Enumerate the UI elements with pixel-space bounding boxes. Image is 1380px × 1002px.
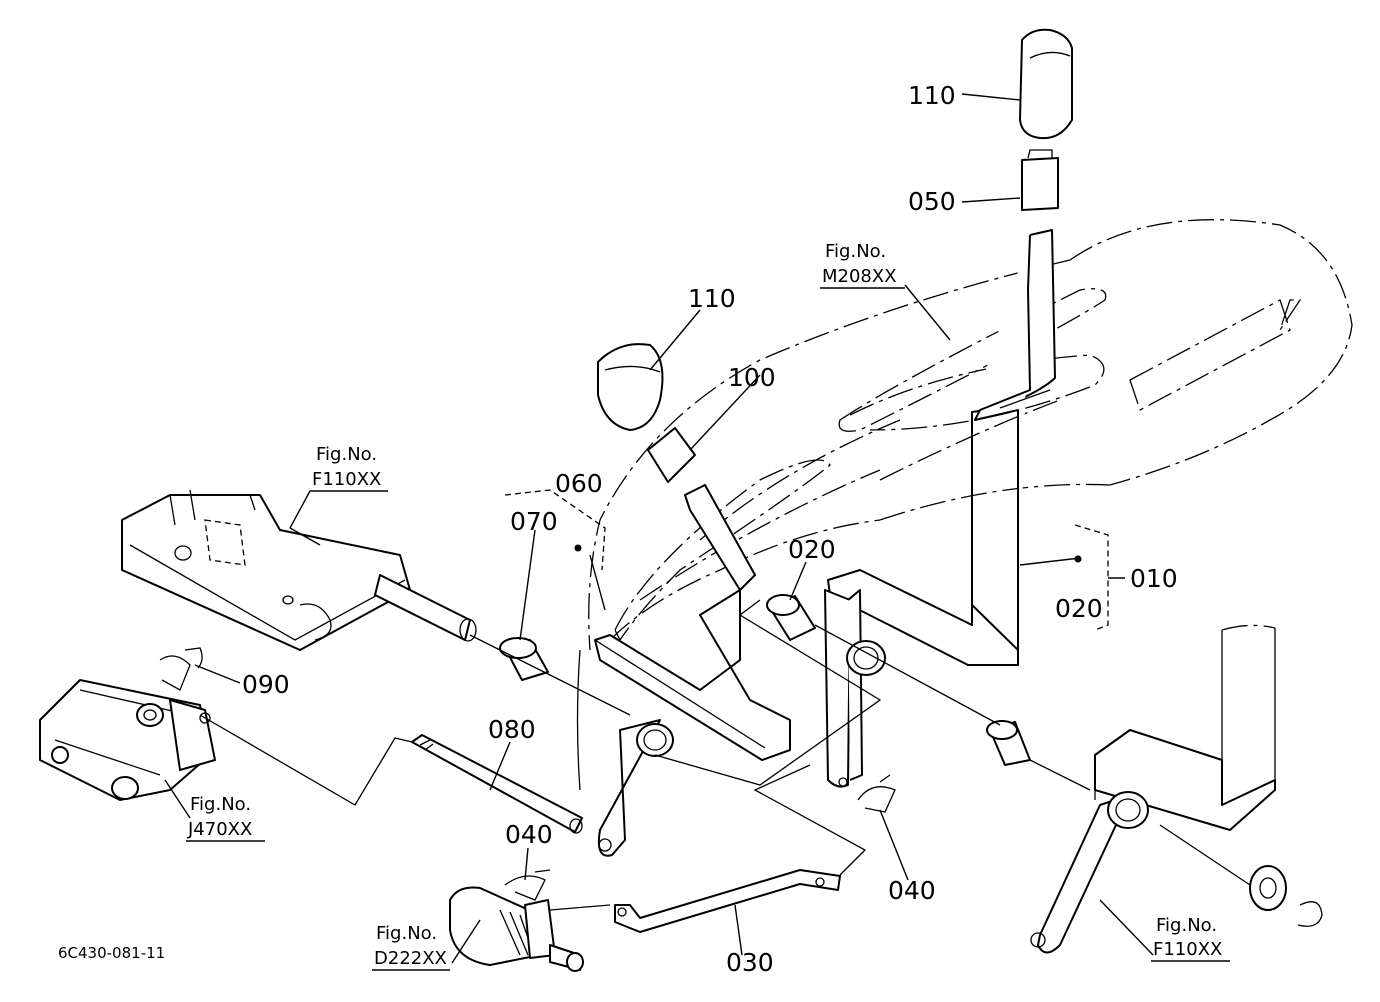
callout-030: 030 <box>726 948 774 977</box>
fig-ref-m208: Fig.No. M208XX <box>820 241 905 289</box>
svg-text:Fig.No.: Fig.No. <box>376 923 437 944</box>
shaft-f110-right <box>1030 624 1323 954</box>
fig-ref-j470: Fig.No. J470XX <box>186 794 265 842</box>
callout-100: 100 <box>728 363 776 392</box>
sleeve-100 <box>647 427 696 483</box>
leader-lines <box>164 93 1154 964</box>
svg-text:F110XX: F110XX <box>1153 939 1222 960</box>
callout-110-mid: 110 <box>688 284 736 313</box>
cylinder-d222 <box>449 886 584 972</box>
callout-090: 090 <box>242 670 290 699</box>
callout-040-a: 040 <box>505 820 553 849</box>
group-bracket-010 <box>1074 524 1125 631</box>
svg-text:Fig.No.: Fig.No. <box>1156 915 1217 936</box>
group-bracket-060 <box>504 489 606 571</box>
svg-text:F110XX: F110XX <box>312 469 381 490</box>
callout-010: 010 <box>1130 564 1178 593</box>
bushing-020-a <box>766 594 816 641</box>
drawing-code: 6C430-081-11 <box>58 944 165 962</box>
clip-040-a <box>504 869 551 901</box>
svg-text:Fig.No.: Fig.No. <box>825 241 886 262</box>
callout-110-top: 110 <box>908 81 956 110</box>
callout-020-a: 020 <box>788 535 836 564</box>
fig-ref-f110-right: Fig.No. F110XX <box>1151 915 1230 962</box>
rod-030 <box>614 869 841 933</box>
sleeve-050 <box>1021 149 1059 211</box>
rod-080 <box>411 734 583 834</box>
knob-110-mid <box>597 343 664 431</box>
callout-040-b: 040 <box>888 876 936 905</box>
callout-070: 070 <box>510 507 558 536</box>
callout-050: 050 <box>908 187 956 216</box>
assembly-lines <box>199 599 1251 911</box>
svg-text:J470XX: J470XX <box>187 819 252 840</box>
callout-060: 060 <box>555 469 603 498</box>
bracket-f110-left <box>121 489 477 651</box>
bushing-020-b <box>986 720 1031 766</box>
knob-110-top <box>1019 28 1073 140</box>
lever-060 <box>594 484 791 857</box>
clip-090 <box>159 647 203 691</box>
svg-text:Fig.No.: Fig.No. <box>190 794 251 815</box>
fig-ref-d222: Fig.No. D222XX <box>372 923 450 971</box>
callout-020-b: 020 <box>1055 594 1103 623</box>
callout-080: 080 <box>488 715 536 744</box>
svg-text:M208XX: M208XX <box>822 266 897 287</box>
shift-lever-010 <box>824 229 1056 788</box>
bushing-070 <box>499 637 549 681</box>
svg-text:D222XX: D222XX <box>374 948 447 969</box>
clip-040-b <box>857 774 896 813</box>
valve-j470 <box>39 679 216 801</box>
svg-text:Fig.No.: Fig.No. <box>316 444 377 465</box>
fig-ref-f110-left: Fig.No. F110XX <box>289 444 388 529</box>
